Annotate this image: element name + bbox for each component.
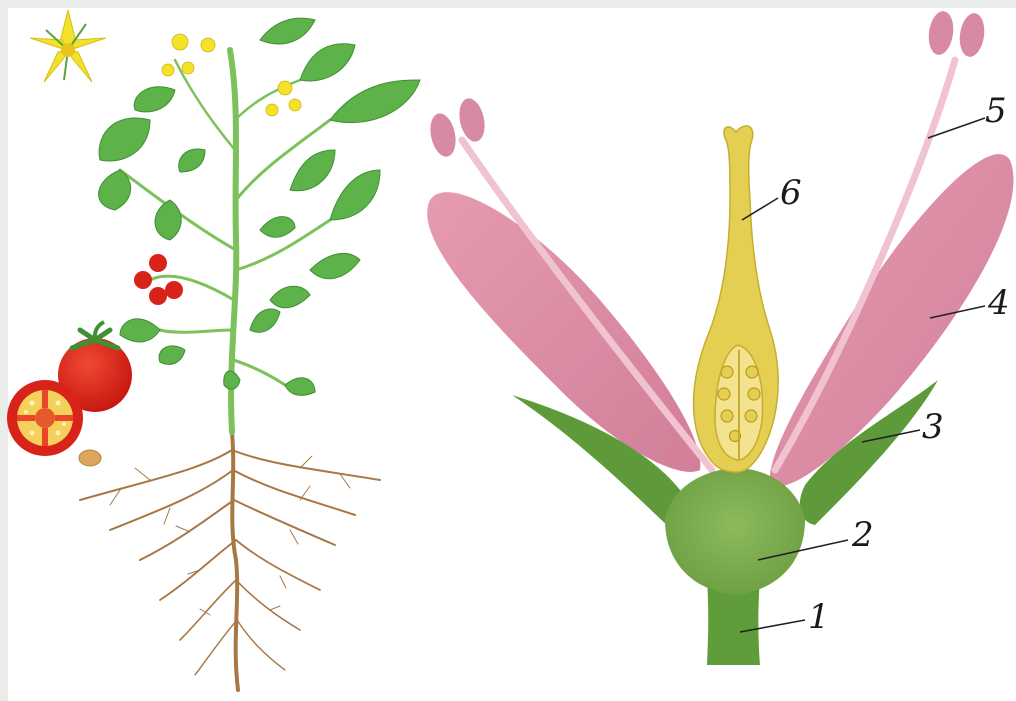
tomato-seed: [79, 450, 101, 466]
label-3: 3: [922, 407, 944, 447]
label-2: 2: [851, 515, 874, 555]
tomato-cross-section: [7, 380, 83, 456]
label-5: 5: [985, 91, 1007, 131]
label-1: 1: [808, 597, 830, 637]
label-4: 4: [987, 283, 1010, 323]
label-6: 6: [780, 173, 802, 213]
